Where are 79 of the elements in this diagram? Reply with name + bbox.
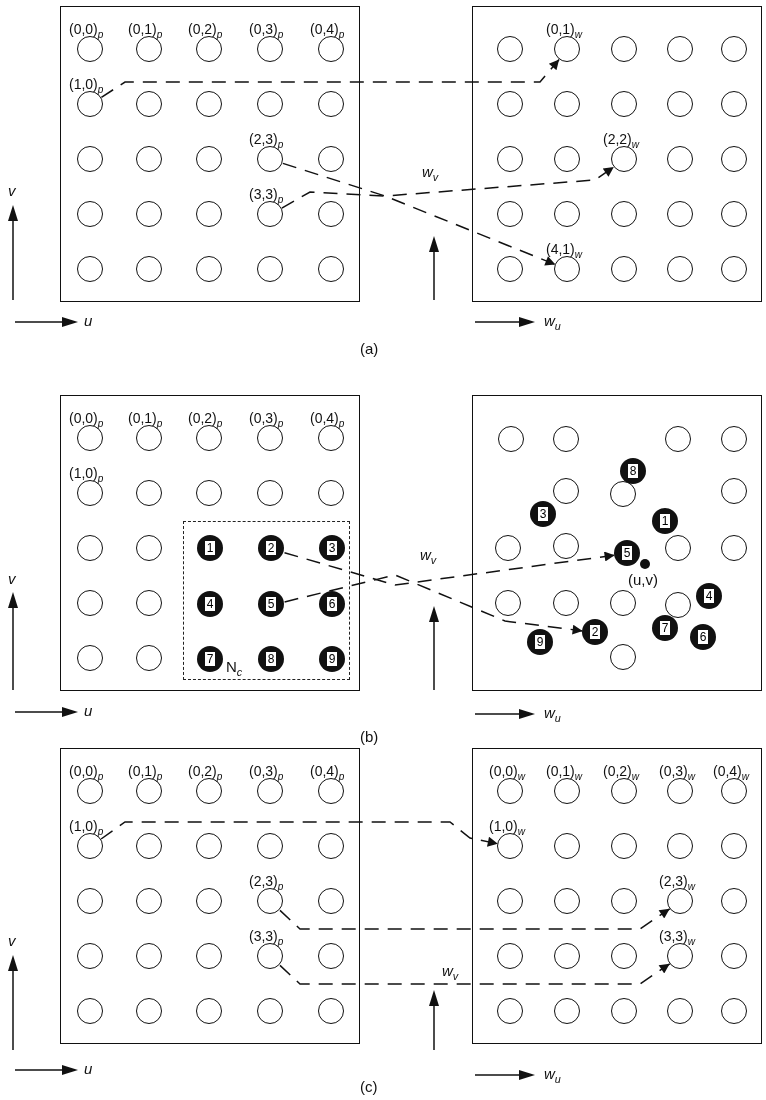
coordinate-label: (0,0)$_{w}$	[489, 763, 526, 779]
cell-number: 4	[703, 589, 715, 603]
numbered-dot	[258, 646, 284, 672]
coordinate-label: (0,2)$_{w}$	[603, 763, 640, 779]
cell-number: 6	[697, 630, 709, 644]
numbered-dot	[696, 583, 722, 609]
mapping-arrow	[100, 821, 499, 847]
coordinate-label: (0,4)$_{w}$	[713, 763, 750, 779]
cell-number: 2	[589, 625, 601, 639]
cell-number: 7	[204, 652, 216, 666]
coordinate-label: (0,1)$_{w}$	[546, 21, 583, 37]
axis-label: w$_{v}$	[422, 163, 439, 180]
numbered-dot	[690, 624, 716, 650]
mapping-arrow	[279, 908, 671, 930]
cell-number: 7	[659, 621, 671, 635]
mapping-arrow	[283, 574, 584, 635]
cell-number: 8	[265, 652, 277, 666]
panel-label: (c)	[360, 1078, 378, 1095]
numbered-dot	[652, 615, 678, 641]
cell-number: 1	[204, 541, 216, 555]
numbered-dot	[197, 535, 223, 561]
cell-number: 5	[265, 597, 277, 611]
mapping-arrow	[279, 963, 671, 985]
mapping-arrow	[282, 162, 615, 197]
axis-label: u	[84, 1060, 93, 1077]
numbered-dot	[527, 629, 553, 655]
cell-number: 2	[265, 541, 277, 555]
numbered-dot	[258, 535, 284, 561]
grid-panel	[472, 748, 762, 1044]
coordinate-label: (0,1)$_{w}$	[546, 763, 583, 779]
panel-label: (a)	[360, 340, 379, 357]
axis-label: u	[84, 312, 93, 329]
axis-label: w$_{v}$	[420, 546, 437, 563]
cell-number: 1	[659, 514, 671, 528]
coordinate-label: (2,3)$_{w}$	[659, 873, 696, 889]
coordinate-label: (3,3)$_{w}$	[659, 928, 696, 944]
cell-number: 6	[326, 597, 338, 611]
cell-number: 9	[326, 652, 338, 666]
coordinate-label: (1,0)$_{w}$	[489, 818, 526, 834]
coordinate-label: (4,1)$_{w}$	[546, 241, 583, 257]
mapping-arrow	[100, 58, 560, 99]
axis-label: v	[8, 570, 16, 587]
axis-label: w$_{u}$	[544, 312, 561, 329]
numbered-dot	[197, 646, 223, 672]
grid-panel	[60, 748, 360, 1044]
point-label: (u,v)	[628, 571, 658, 588]
coordinate-label: (2,2)$_{w}$	[603, 131, 640, 147]
numbered-dot	[582, 619, 608, 645]
cell-number: 5	[621, 546, 633, 560]
cell-number: 8	[627, 464, 639, 478]
axis-label: w$_{u}$	[544, 1065, 561, 1082]
axis-label: v	[8, 932, 16, 949]
cell-number: 3	[537, 507, 549, 521]
cell-number: 4	[204, 597, 216, 611]
mapping-arrow	[283, 551, 616, 586]
cell-number: 9	[534, 635, 546, 649]
numbered-dot	[319, 591, 345, 617]
grid-panel	[60, 6, 360, 302]
grid-panel	[472, 395, 762, 691]
grid-panel	[472, 6, 762, 302]
panel-label: (b)	[360, 728, 379, 745]
neighborhood-region	[183, 521, 350, 680]
cell-number: 3	[326, 541, 338, 555]
numbered-dot	[620, 458, 646, 484]
axis-label: u	[84, 702, 93, 719]
numbered-dot	[614, 540, 640, 566]
numbered-dot	[197, 591, 223, 617]
numbered-dot	[258, 591, 284, 617]
axis-label: w$_{u}$	[544, 704, 561, 721]
grid-panel	[60, 395, 360, 691]
numbered-dot	[530, 501, 556, 527]
numbered-dot	[319, 535, 345, 561]
axis-label: w$_{v}$	[442, 962, 459, 979]
mapping-arrow	[281, 191, 557, 266]
coordinate-label: (0,3)$_{w}$	[659, 763, 696, 779]
numbered-dot	[652, 508, 678, 534]
numbered-dot	[319, 646, 345, 672]
region-label: N$_{c}$	[226, 658, 243, 675]
axis-label: v	[8, 182, 16, 199]
